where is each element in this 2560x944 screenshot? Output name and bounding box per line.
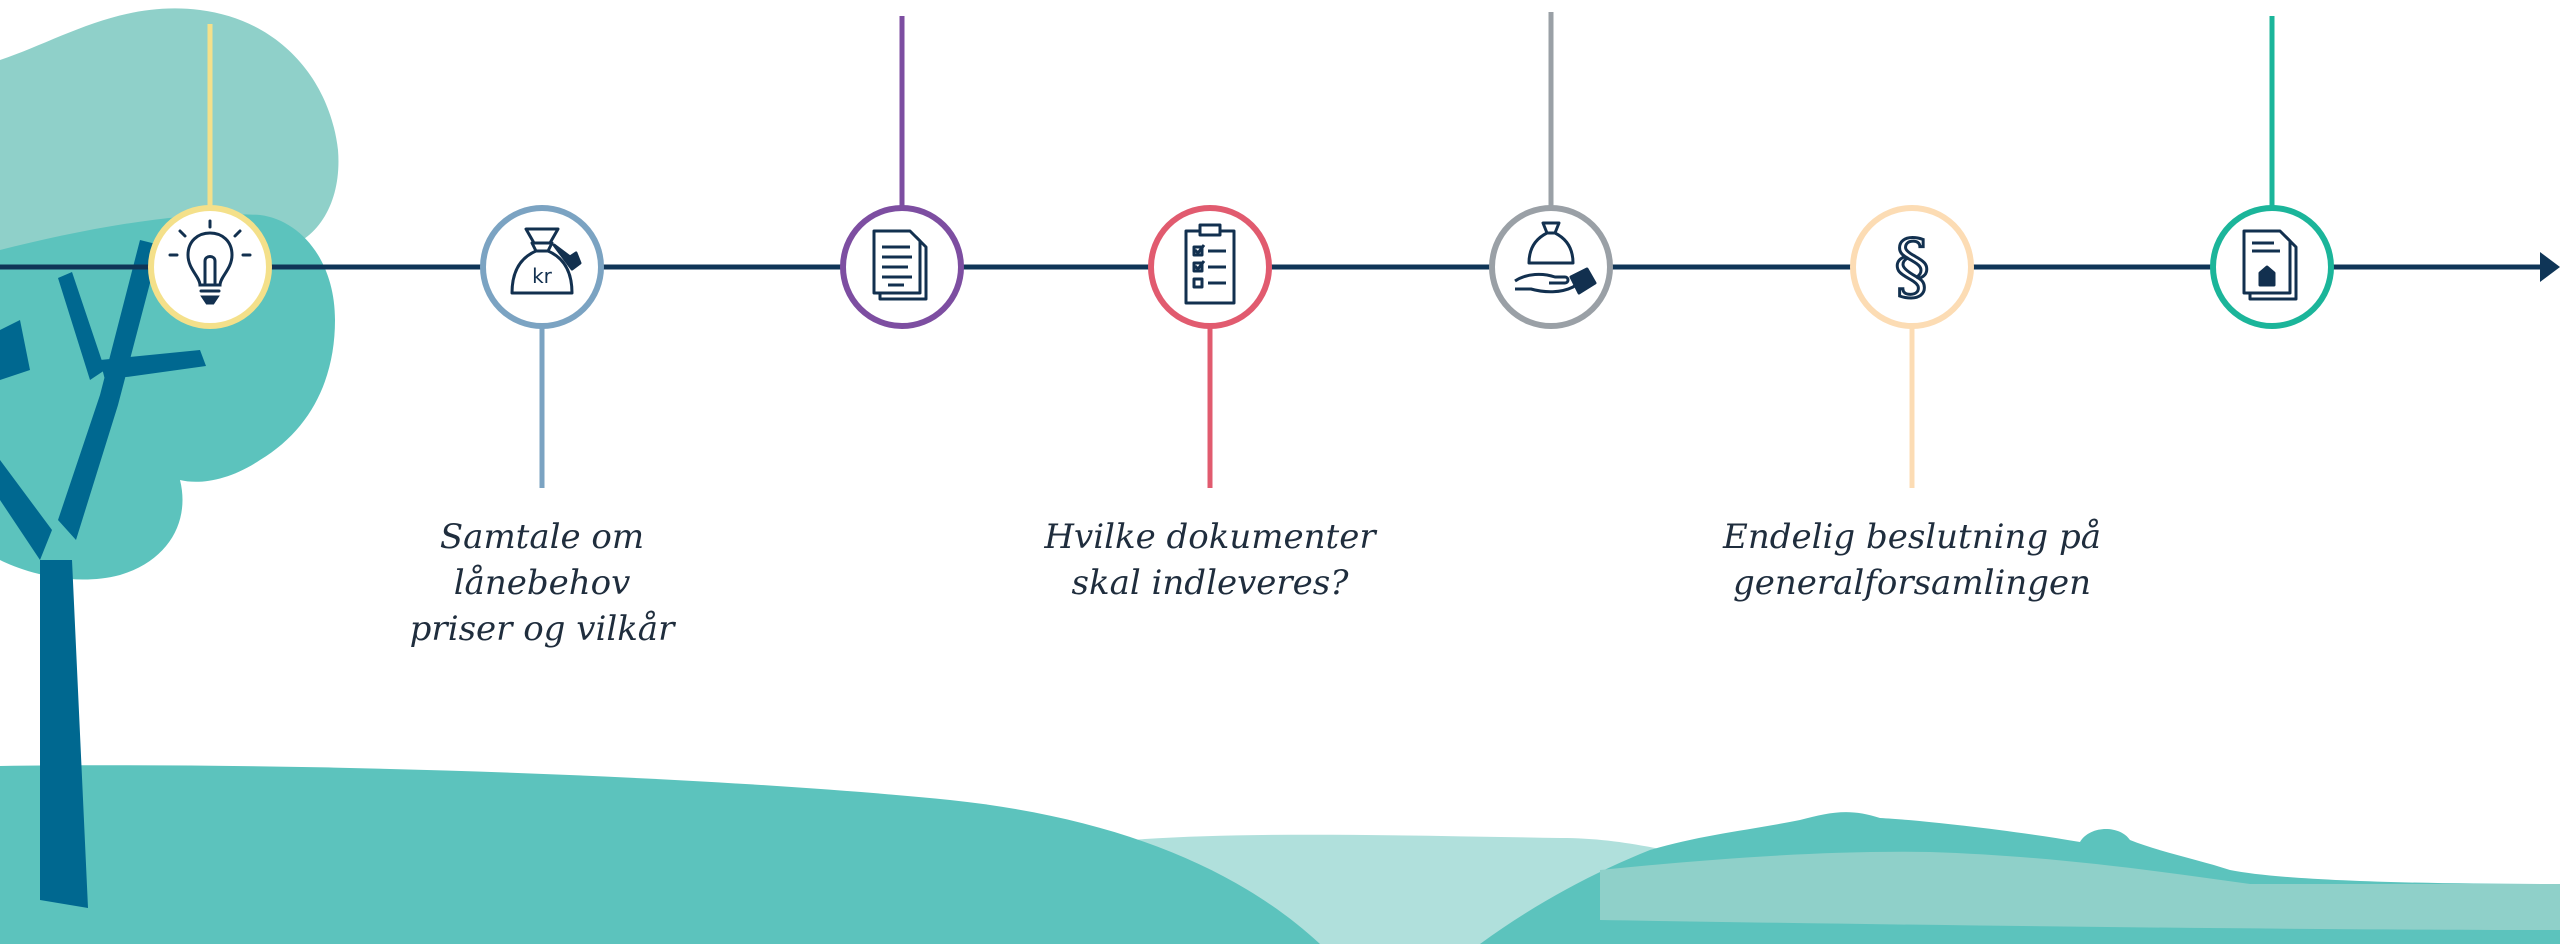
step-decision-ring	[1850, 205, 1974, 329]
connectors	[207, 12, 2275, 488]
step-application[interactable]	[840, 205, 964, 329]
step-loan-talk[interactable]: kr	[480, 205, 604, 329]
documents-icon	[872, 229, 928, 301]
landscape	[0, 765, 2560, 944]
step-payout-ring	[1489, 205, 1613, 329]
money-bag-kr-icon: kr	[510, 227, 582, 295]
tree-crown-light	[0, 8, 339, 250]
step-ideas-ring	[148, 205, 272, 329]
money-bag-hand-icon	[1514, 221, 1597, 295]
left-hill	[0, 765, 1320, 944]
step-documents[interactable]	[1148, 205, 1272, 329]
step-loan-talk-label: Samtale om lånebehov priser og vilkår	[409, 517, 675, 649]
step-decision[interactable]: §	[1850, 205, 1974, 329]
right-hill-light	[1600, 851, 2560, 930]
step-deed[interactable]	[2210, 205, 2334, 329]
paragraph-icon: §	[1894, 224, 1930, 308]
step-decision-label: Endelig beslutning på generalforsamlinge…	[1723, 517, 2101, 603]
lightbulb-icon	[168, 219, 252, 305]
step-loan-talk-ring	[480, 205, 604, 329]
step-ideas[interactable]	[148, 205, 272, 329]
step-payout[interactable]	[1489, 205, 1613, 329]
timeline-arrow-icon	[2540, 252, 2560, 282]
svg-text:kr: kr	[532, 264, 553, 288]
house-document-icon	[2242, 229, 2298, 301]
checklist-icon	[1184, 223, 1236, 305]
tree-trunk	[0, 240, 206, 908]
step-documents-label: Hvilke dokumenter skal indleveres?	[1044, 517, 1376, 603]
